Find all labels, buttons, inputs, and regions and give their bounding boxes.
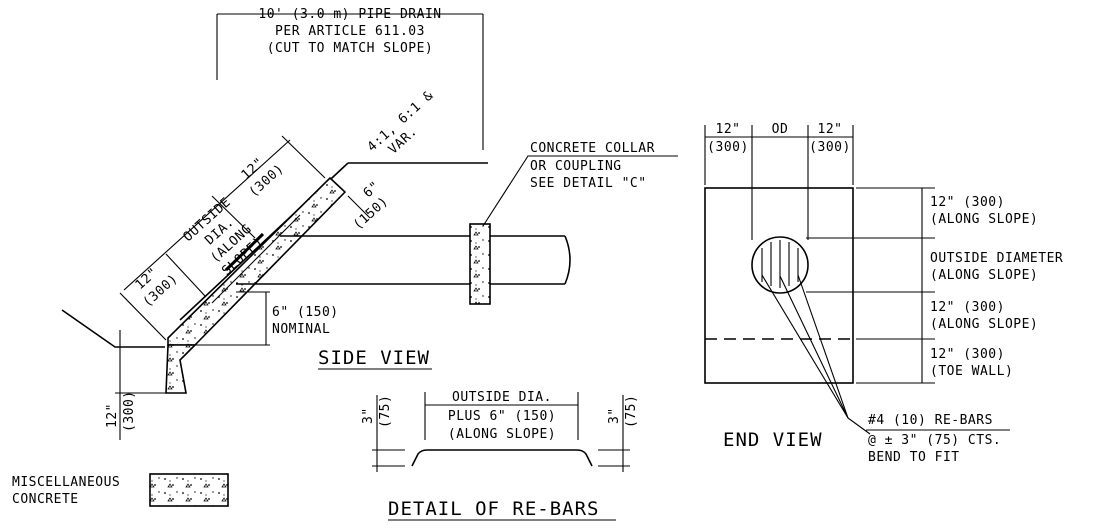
dim-ext-mid2 bbox=[165, 253, 206, 297]
dim-ext-bottom bbox=[119, 292, 167, 341]
dim-ext-top bbox=[281, 135, 326, 179]
legend-label-2: CONCRETE bbox=[12, 492, 79, 507]
slope-dim-line bbox=[123, 139, 291, 291]
rd-label-3: (ALONG SLOPE) bbox=[448, 427, 556, 442]
collar-label-3: SEE DETAIL "C" bbox=[530, 176, 647, 191]
pipe-break bbox=[564, 235, 571, 285]
ev-top-dim-2: OD bbox=[772, 122, 789, 137]
rebar-side bbox=[211, 214, 301, 304]
nominal-label-2: NOMINAL bbox=[272, 322, 330, 337]
ev-right-2: OUTSIDE DIAMETER bbox=[930, 251, 1063, 266]
ev-right-3-sub: (ALONG SLOPE) bbox=[930, 317, 1038, 332]
collar-label-1: CONCRETE COLLAR bbox=[530, 141, 655, 156]
rd-left-label: 3" bbox=[361, 407, 376, 424]
ev-right-4: 12" (300) bbox=[930, 347, 1005, 362]
side-view: 10' (3.0 m) PIPE DRAIN PER ARTICLE 611.0… bbox=[61, 7, 678, 440]
pipe-drain-label-2: PER ARTICLE 611.03 bbox=[275, 24, 425, 39]
collar-label-2: OR COUPLING bbox=[530, 159, 622, 174]
ev-top-dim-3: 12" bbox=[818, 122, 843, 137]
collar-leader bbox=[482, 155, 678, 227]
toe-wall bbox=[165, 344, 197, 394]
concrete-collar bbox=[469, 223, 491, 305]
ev-top-dim-1: 12" bbox=[716, 122, 741, 137]
rd-label-2: PLUS 6" (150) bbox=[448, 409, 556, 424]
ev-right-2-sub: (ALONG SLOPE) bbox=[930, 268, 1038, 283]
rebar-detail-title: DETAIL OF RE-BARS bbox=[388, 498, 599, 520]
dim-6-ext bbox=[347, 195, 371, 219]
rebar-leader-1 bbox=[761, 274, 849, 419]
end-view: 12" (300) OD 12" (300) 12" (300) (ALONG … bbox=[704, 122, 1063, 465]
rebar-leader-2 bbox=[779, 275, 849, 419]
legend: MISCELLANEOUS CONCRETE bbox=[12, 473, 229, 507]
rd-right-label-sub: (75) bbox=[624, 395, 639, 428]
ev-right-3: 12" (300) bbox=[930, 300, 1005, 315]
rebar-bent-shape bbox=[411, 449, 593, 467]
ev-right-4-sub: (TOE WALL) bbox=[930, 364, 1013, 379]
concrete-swatch bbox=[149, 473, 229, 507]
toe-label-sub: (300) bbox=[122, 390, 137, 432]
rebar-note-2: @ ± 3" (75) CTS. bbox=[868, 433, 1001, 448]
ev-top-dim-1-sub: (300) bbox=[707, 140, 749, 155]
toe-label: 12" bbox=[105, 403, 120, 428]
rebar-detail: OUTSIDE DIA. PLUS 6" (150) (ALONG SLOPE)… bbox=[361, 390, 639, 521]
ev-right-1-sub: (ALONG SLOPE) bbox=[930, 212, 1038, 227]
dim-ext-mid1 bbox=[211, 195, 256, 239]
end-rebars bbox=[761, 240, 799, 288]
ground-bottom bbox=[61, 309, 165, 348]
side-view-title: SIDE VIEW bbox=[318, 347, 430, 369]
ev-right-1: 12" (300) bbox=[930, 195, 1005, 210]
nominal-label-1: 6" (150) bbox=[272, 305, 339, 320]
rd-right-label: 3" bbox=[607, 407, 622, 424]
rd-left-label-sub: (75) bbox=[378, 395, 393, 428]
rebar-note-1: #4 (10) RE-BARS bbox=[868, 413, 993, 428]
pipe-drain-label-3: (CUT TO MATCH SLOPE) bbox=[267, 41, 434, 56]
end-view-slab bbox=[704, 187, 854, 384]
rd-label-1: OUTSIDE DIA. bbox=[452, 390, 552, 405]
pipe-circle bbox=[751, 236, 809, 294]
rebar-note-3: BEND TO FIT bbox=[868, 450, 960, 465]
rebar-leader-3 bbox=[797, 274, 849, 419]
pipe-drain-label-1: 10' (3.0 m) PIPE DRAIN bbox=[258, 7, 441, 22]
end-view-title: END VIEW bbox=[723, 429, 823, 451]
pipe-end-in-slab bbox=[224, 232, 265, 272]
ev-top-dim-3-sub: (300) bbox=[809, 140, 851, 155]
rebar-leader-end bbox=[847, 417, 871, 435]
legend-label-1: MISCELLANEOUS bbox=[12, 475, 120, 490]
